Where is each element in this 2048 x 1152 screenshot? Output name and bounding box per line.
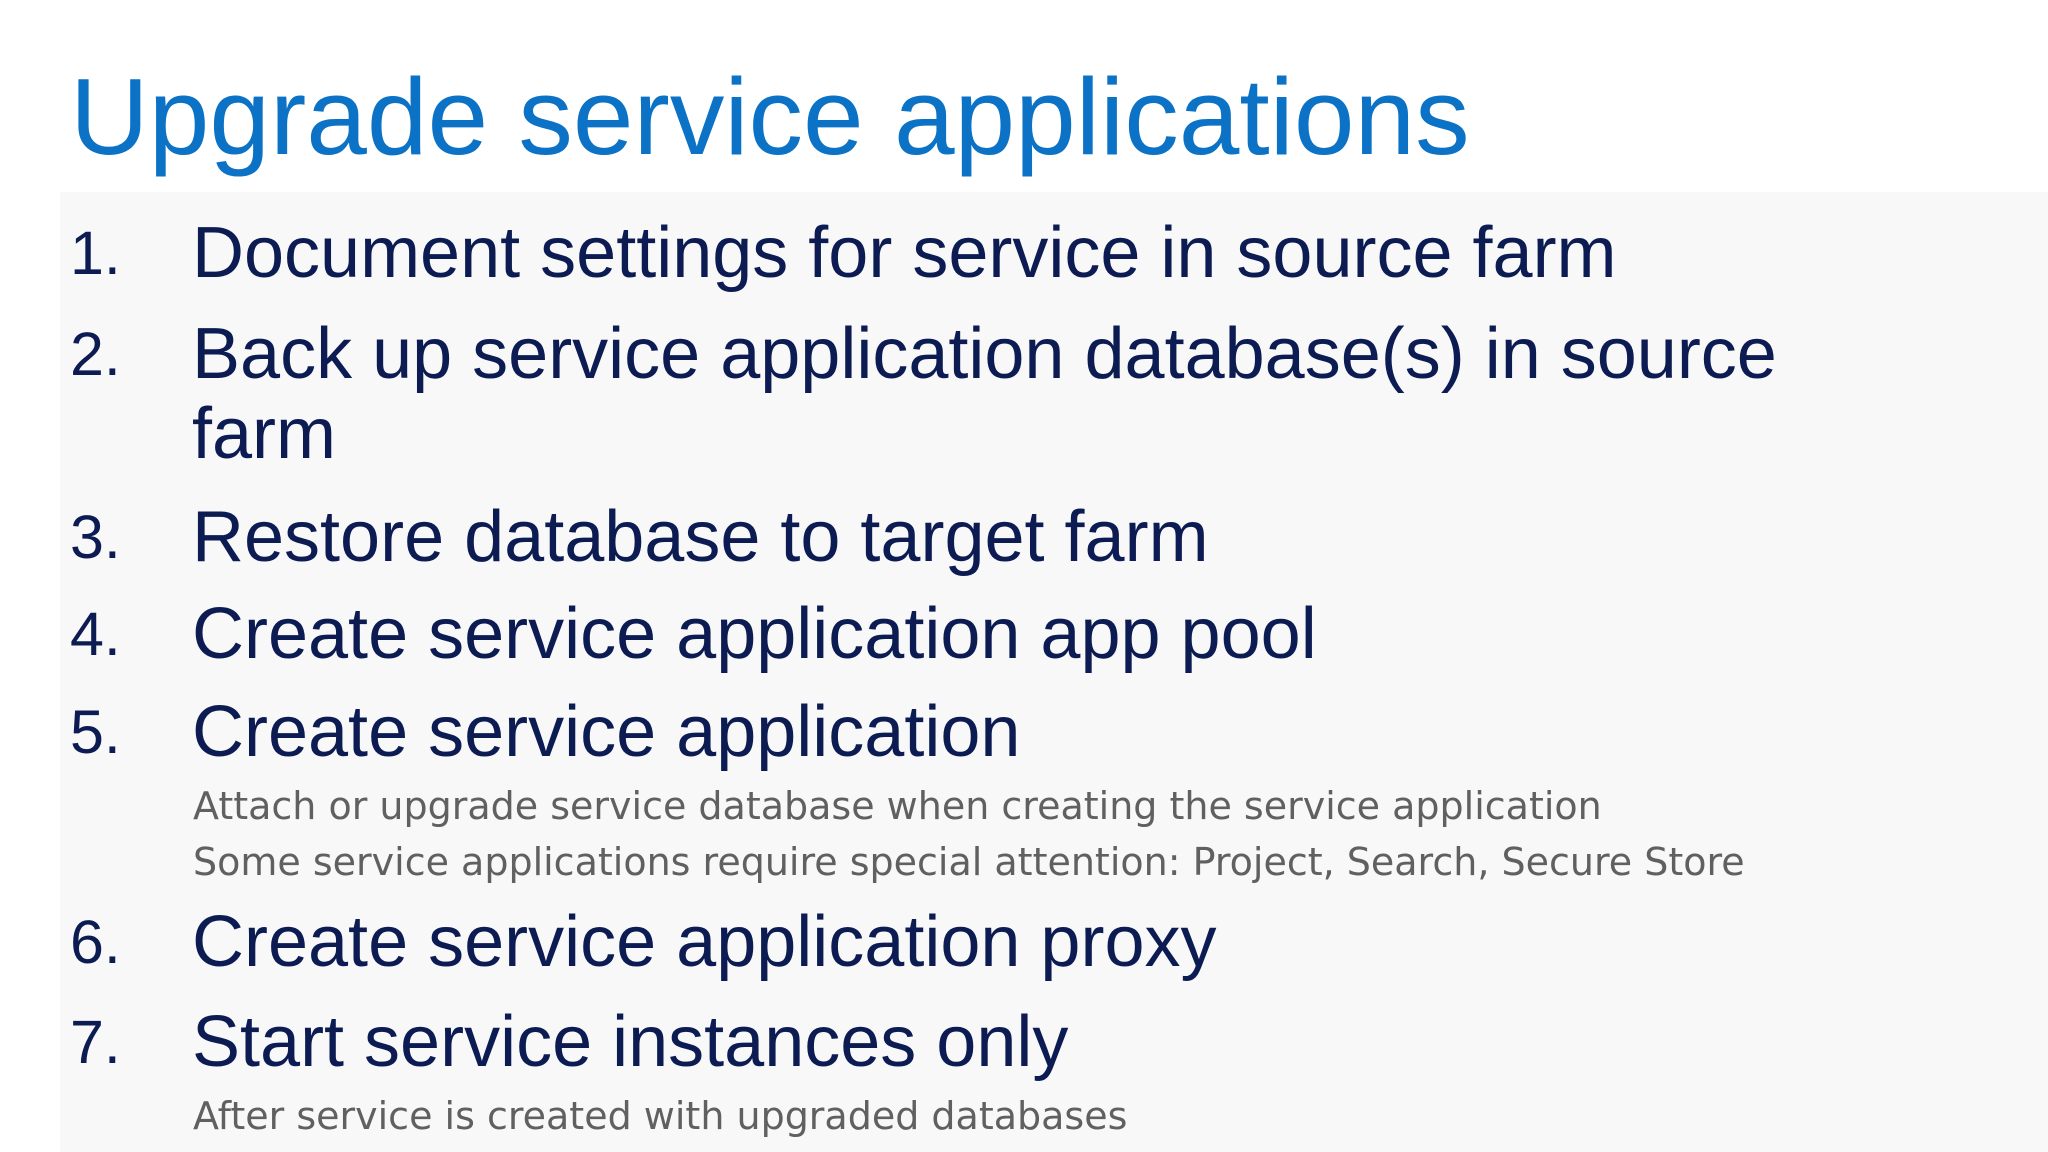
step-text: Start service instances only (192, 1002, 1069, 1082)
step-text: Create service application (192, 692, 1021, 772)
step-number: 3. (70, 503, 121, 571)
step-text: Back up service application database(s) … (192, 314, 1777, 474)
step-text: Create service application proxy (192, 902, 1217, 982)
slide-title: Upgrade service applications (70, 56, 1470, 178)
step-number: 1. (70, 219, 121, 287)
step-5-note: Attach or upgrade service database when … (193, 784, 1602, 828)
step-text: Document settings for service in source … (192, 213, 1617, 293)
step-number: 2. (70, 320, 121, 388)
step-5-note: Some service applications require specia… (193, 840, 1745, 884)
step-number: 6. (70, 908, 121, 976)
step-number: 7. (70, 1008, 121, 1076)
step-text: Create service application app pool (192, 594, 1317, 674)
step-7-note: After service is created with upgraded d… (193, 1094, 1128, 1138)
step-number: 5. (70, 698, 121, 766)
step-number: 4. (70, 600, 121, 668)
step-text: Restore database to target farm (192, 497, 1209, 577)
content-panel (60, 192, 2048, 1152)
